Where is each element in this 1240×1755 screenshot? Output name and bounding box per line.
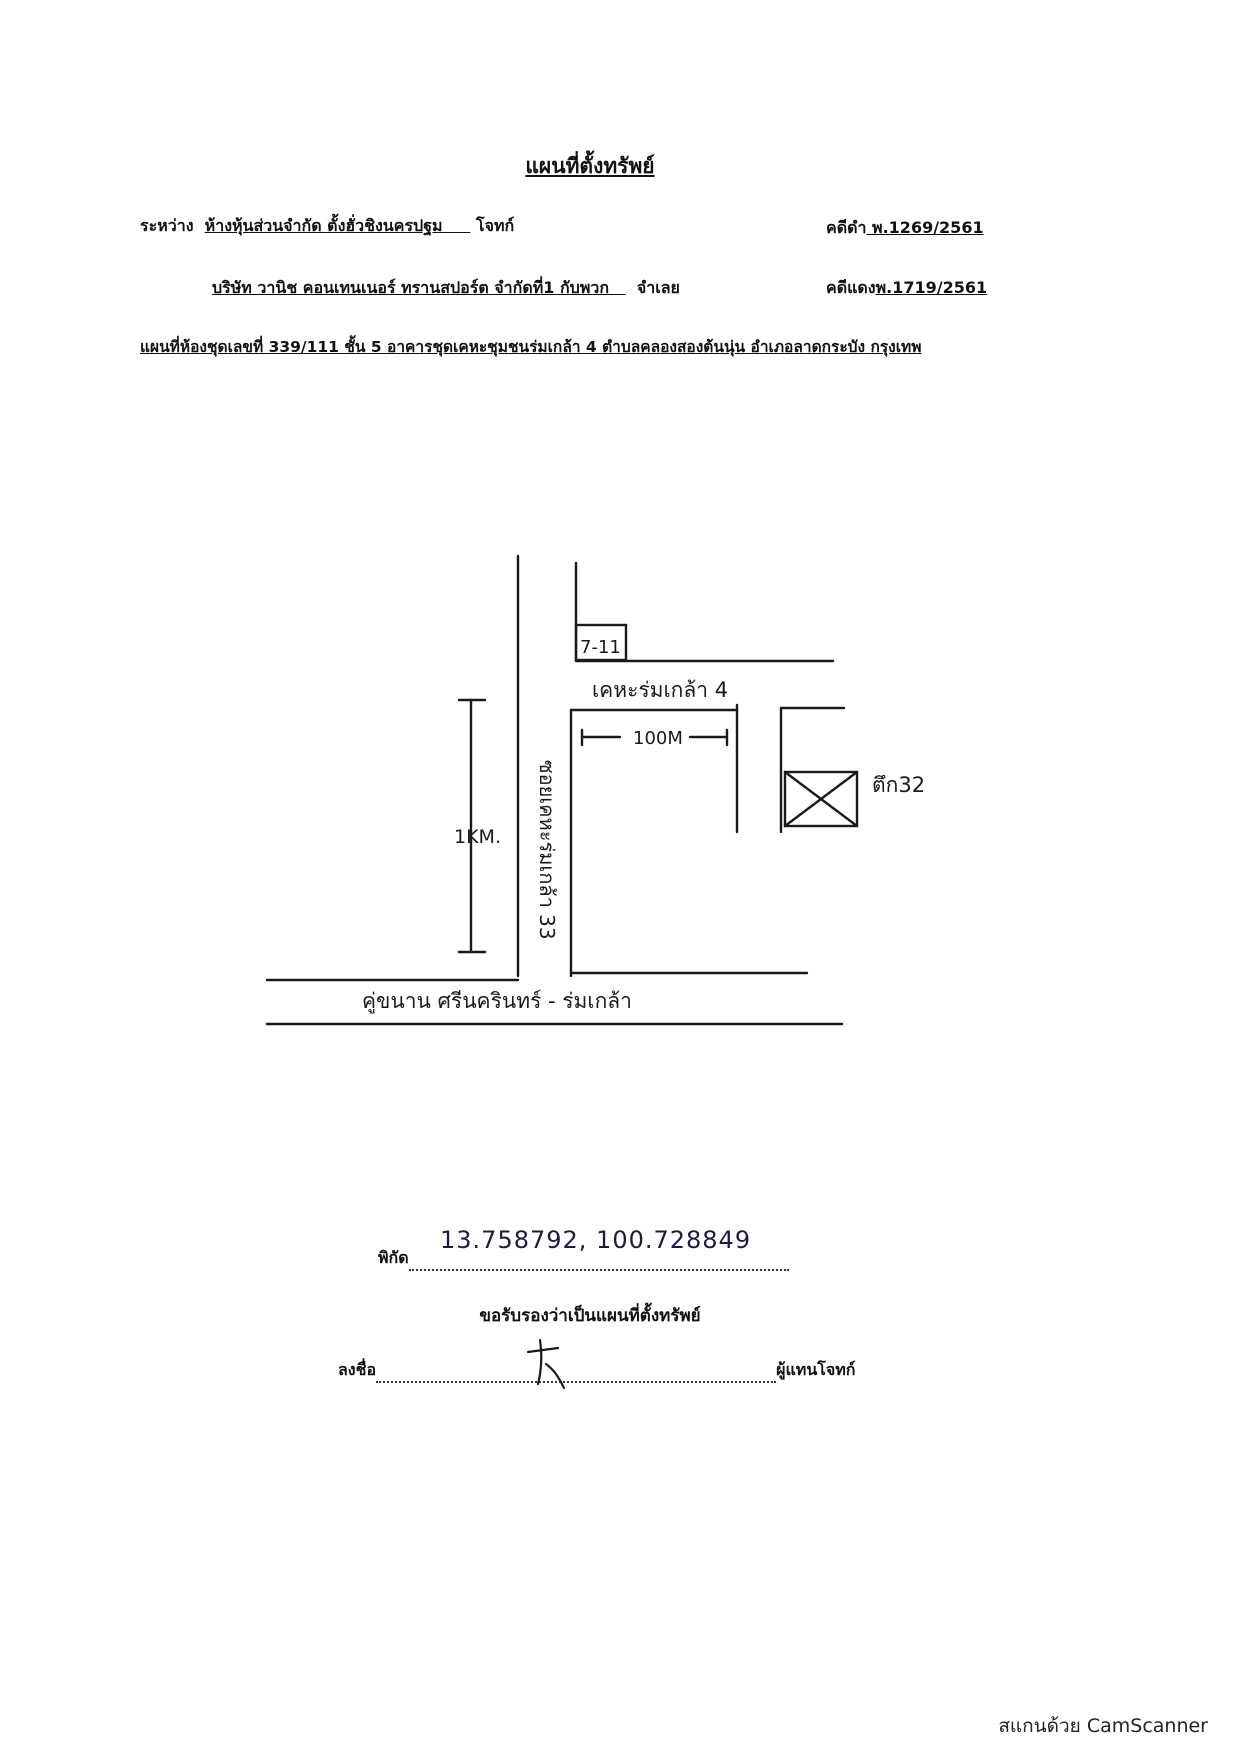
map-label-building: ตึก32 [872,773,925,797]
dotted-line [408,1253,789,1271]
red-case-label: คดีแดง [826,278,876,297]
map-label-1km: 1KM. [454,826,501,848]
scanner-footer: สแกนด้วย CamScanner [998,1715,1208,1737]
map-label-7-11: 7-11 [580,637,621,658]
page-title: แผนที่ตั้งทรัพย์ [525,154,655,178]
dotted-line [376,1365,777,1383]
map-label-kheha: เคหะร่มเกล้า 4 [592,678,728,702]
map-label-soi: ซอยเคหะร่มเกล้า 33 [535,760,559,940]
plaintiff-role: โจทก์ [476,216,515,235]
plaintiff-line: ระหว่าง ห้างหุ้นส่วนจำกัด ตั้งฮั่วชิงนคร… [140,214,514,239]
signature-label: ลงชื่อ [338,1360,377,1379]
red-case-no: พ.1719/2561 [875,278,988,297]
signature-line: ลงชื่อ ผู้แทนโจทก์ [338,1358,855,1383]
handwritten-signature [526,1338,566,1390]
black-case-label: คดีดำ [826,218,867,237]
plaintiff-name: ห้างหุ้นส่วนจำกัด ตั้งฮั่วชิงนครปฐม [204,216,443,235]
coordinates-value: 13.758792, 100.728849 [440,1226,752,1254]
black-case-no: พ.1269/2561 [872,218,984,237]
defendant-role: จำเลย [636,278,680,297]
black-case: คดีดำ พ.1269/2561 [826,216,984,241]
subject-line: แผนที่ห้องชุดเลขที่ 339/111 ชั้น 5 อาคาร… [140,338,922,356]
defendant-line: บริษัท วานิช คอนเทนเนอร์ ทรานสปอร์ต จำกั… [212,276,680,301]
signature-role: ผู้แทนโจทก์ [776,1360,856,1379]
red-case: คดีแดงพ.1719/2561 [826,276,987,301]
defendant-name: บริษัท วานิช คอนเทนเนอร์ ทรานสปอร์ต จำกั… [212,278,610,297]
coordinates-label: พิกัด [378,1248,409,1267]
map-label-main-road: คู่ขนาน ศรีนครินทร์ - ร่มเกล้า [362,989,632,1014]
between-label: ระหว่าง [140,216,194,235]
certify-text: ขอรับรองว่าเป็นแผนที่ตั้งทรัพย์ [479,1306,701,1326]
coordinates-line: พิกัด [378,1246,789,1271]
map-label-100m: 100M [633,728,683,749]
map-building-box [783,770,859,828]
